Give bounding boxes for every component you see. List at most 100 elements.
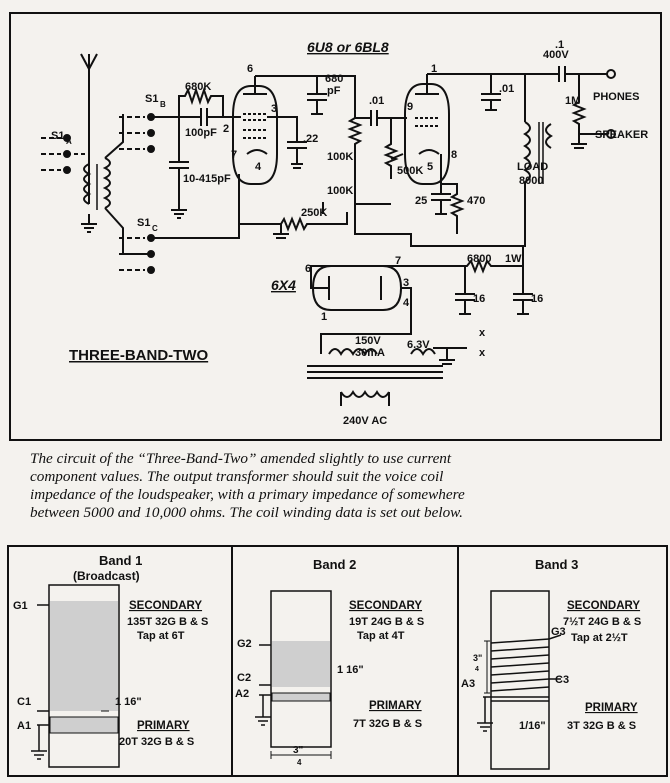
band-1-sec-spec: 135T 32G B & S bbox=[127, 616, 208, 628]
label-load-val: 8000 bbox=[519, 175, 543, 187]
band-3-tap-top: G3 bbox=[551, 626, 566, 638]
diagram-title: THREE-BAND-TWO bbox=[69, 347, 208, 364]
band-3-tap-bot: A3 bbox=[461, 678, 475, 690]
band-3-sec-tap: Tap at 2½T bbox=[571, 632, 628, 644]
band-3-secondary-label: SECONDARY bbox=[567, 600, 640, 612]
band-3-secondary-winding bbox=[490, 638, 550, 692]
label-s1a-sub: A bbox=[66, 137, 72, 146]
label-s1b: S1 bbox=[145, 93, 158, 105]
caption-line: impedance of the loudspeaker, with a pri… bbox=[30, 486, 465, 503]
label-63v: 6.3V bbox=[407, 339, 430, 351]
band-2-primary-label: PRIMARY bbox=[369, 700, 422, 712]
antenna-coil bbox=[83, 163, 92, 205]
output-transformer bbox=[523, 121, 531, 183]
label-speaker: SPEAKER bbox=[595, 129, 648, 141]
label-1w: 1W bbox=[505, 253, 522, 265]
label-10-415pf: 10-415pF bbox=[183, 173, 231, 185]
vpin-4: 4 bbox=[403, 297, 410, 309]
pin-6: 6 bbox=[247, 63, 253, 75]
pin-3: 3 bbox=[271, 103, 277, 115]
tube2-label: 6X4 bbox=[271, 277, 296, 293]
band-1-sec-tap: Tap at 6T bbox=[137, 630, 185, 642]
label-phones: PHONES bbox=[593, 91, 639, 103]
pin-5: 5 bbox=[427, 161, 433, 173]
band-2-secondary-winding bbox=[272, 641, 330, 687]
label-680k: 680K bbox=[185, 81, 211, 93]
pin-7: 7 bbox=[231, 149, 237, 161]
caption-line: component values. The output transformer… bbox=[30, 468, 444, 485]
label-150v: 150V bbox=[355, 335, 381, 347]
label-500k: 500K bbox=[397, 165, 423, 177]
band-2-width: 3" bbox=[293, 745, 304, 756]
band-2-tap-top: G2 bbox=[237, 638, 252, 650]
label-22: .22 bbox=[303, 133, 318, 145]
label-01a: .01 bbox=[369, 95, 384, 107]
figure-caption: The circuit of the “Three-Band-Two” amen… bbox=[30, 450, 650, 522]
tube-6u8 bbox=[232, 85, 278, 185]
label-16b: 16 bbox=[531, 293, 543, 305]
band-1-tap-top: G1 bbox=[13, 600, 28, 612]
label-400v: 400V bbox=[543, 49, 569, 61]
band-1-secondary-winding bbox=[50, 601, 118, 711]
band-3-pri-spec: 3T 32G B & S bbox=[567, 720, 636, 732]
band-3-height: 3" bbox=[473, 653, 482, 663]
band-1-former bbox=[48, 584, 120, 768]
band-2-title: Band 2 bbox=[313, 557, 356, 572]
label-load: LOAD bbox=[517, 161, 548, 173]
coil-winding-table: Band 1 (Broadcast) G1 C1 A1 SECONDARY 13… bbox=[7, 545, 668, 777]
band-1-pri-spec: 20T 32G B & S bbox=[119, 736, 194, 748]
pin-1: 1 bbox=[431, 63, 437, 75]
band-1-panel: Band 1 (Broadcast) G1 C1 A1 SECONDARY 13… bbox=[9, 547, 233, 775]
band-2-sec-spec: 19T 24G B & S bbox=[349, 616, 424, 628]
band-3-height-den: 4 bbox=[475, 666, 479, 673]
label-x1: x bbox=[479, 327, 486, 339]
label-1: .1 bbox=[555, 39, 564, 51]
caption-line: between 5000 and 10,000 ohms. The coil w… bbox=[30, 504, 463, 521]
label-s1c: S1 bbox=[137, 217, 150, 229]
schematic-frame: 6U8 or 6BL8 6X4 THREE-BAND-TWO S1 A S1 B… bbox=[9, 12, 662, 441]
label-6800: 6800 bbox=[467, 253, 491, 265]
band-3-sec-spec: 7½T 24G B & S bbox=[563, 616, 641, 628]
band-2-tap-bot: A2 bbox=[235, 688, 249, 700]
band-1-primary-label: PRIMARY bbox=[137, 720, 190, 732]
caption-line: The circuit of the “Three-Band-Two” amen… bbox=[30, 450, 452, 467]
band-3-gap: 1/16" bbox=[519, 720, 546, 732]
label-25: 25 bbox=[415, 195, 427, 207]
band-3-title: Band 3 bbox=[535, 557, 578, 572]
band-3-coil-drawing: Band 3 G3 C3 A3 3" bbox=[461, 557, 641, 770]
label-s1c-sub: C bbox=[152, 224, 158, 233]
vpin-7: 7 bbox=[395, 255, 401, 267]
band-2-pri-spec: 7T 32G B & S bbox=[353, 718, 422, 730]
band-2-secondary-label: SECONDARY bbox=[349, 600, 422, 612]
band-1-tap-mid: C1 bbox=[17, 696, 31, 708]
pin-4: 4 bbox=[255, 161, 262, 173]
band-2-panel: Band 2 G2 C2 A2 SECONDARY 19T 24G B & S … bbox=[231, 547, 459, 775]
band-2-tap-mid: C2 bbox=[237, 672, 251, 684]
label-100k-a: 100K bbox=[327, 151, 353, 163]
vpin-6: 6 bbox=[305, 263, 311, 275]
label-30ma: 30mA bbox=[355, 347, 385, 359]
band-1-tap-bot: A1 bbox=[17, 720, 31, 732]
band-3-panel: Band 3 G3 C3 A3 3" bbox=[457, 547, 666, 775]
band-1-secondary-label: SECONDARY bbox=[129, 600, 202, 612]
band-3-primary-winding bbox=[491, 696, 549, 702]
label-680pf-b: pF bbox=[327, 85, 341, 97]
label-01b: .01 bbox=[499, 83, 514, 95]
band-2-gap: 1 16" bbox=[337, 664, 364, 676]
band-3-former bbox=[490, 590, 550, 770]
band-2-coil-drawing: Band 2 G2 C2 A2 SECONDARY 19T 24G B & S … bbox=[235, 557, 424, 767]
label-s1a: S1 bbox=[51, 130, 64, 142]
label-1m: 1M bbox=[565, 95, 580, 107]
vpin-3: 3 bbox=[403, 277, 409, 289]
band-1-subtitle: (Broadcast) bbox=[73, 569, 140, 583]
label-100k-b: 100K bbox=[327, 185, 353, 197]
pin-8: 8 bbox=[451, 149, 457, 161]
band-1-title: Band 1 bbox=[99, 553, 142, 568]
band-2-sec-tap: Tap at 4T bbox=[357, 630, 405, 642]
label-250k: 250K bbox=[301, 207, 327, 219]
antenna-symbol bbox=[80, 53, 98, 154]
tube1-label: 6U8 or 6BL8 bbox=[307, 39, 389, 55]
schematic-diagram: 6U8 or 6BL8 6X4 THREE-BAND-TWO S1 A S1 B… bbox=[41, 39, 648, 427]
pin-2: 2 bbox=[223, 123, 229, 135]
label-470: 470 bbox=[467, 195, 485, 207]
